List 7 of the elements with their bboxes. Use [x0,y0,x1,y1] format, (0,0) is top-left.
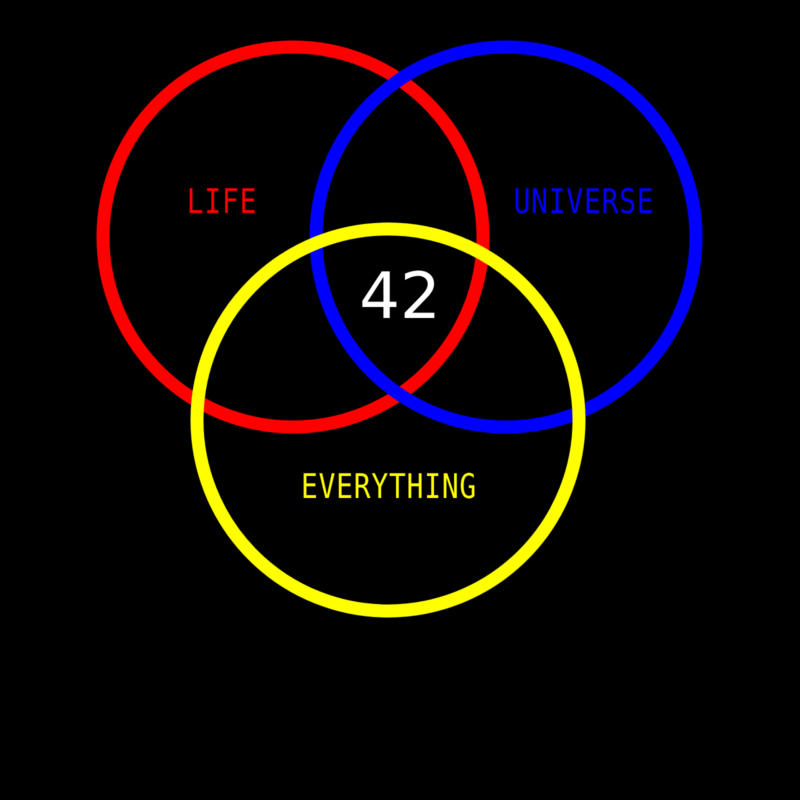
set-label: UNIVERSE [514,185,654,219]
set-label: EVERYTHING [300,470,478,504]
intersection-label: 42 [359,265,441,329]
venn-circle [190,222,586,618]
venn-circle [96,40,490,434]
venn-circle [309,40,703,434]
set-label: LIFE [186,185,258,219]
